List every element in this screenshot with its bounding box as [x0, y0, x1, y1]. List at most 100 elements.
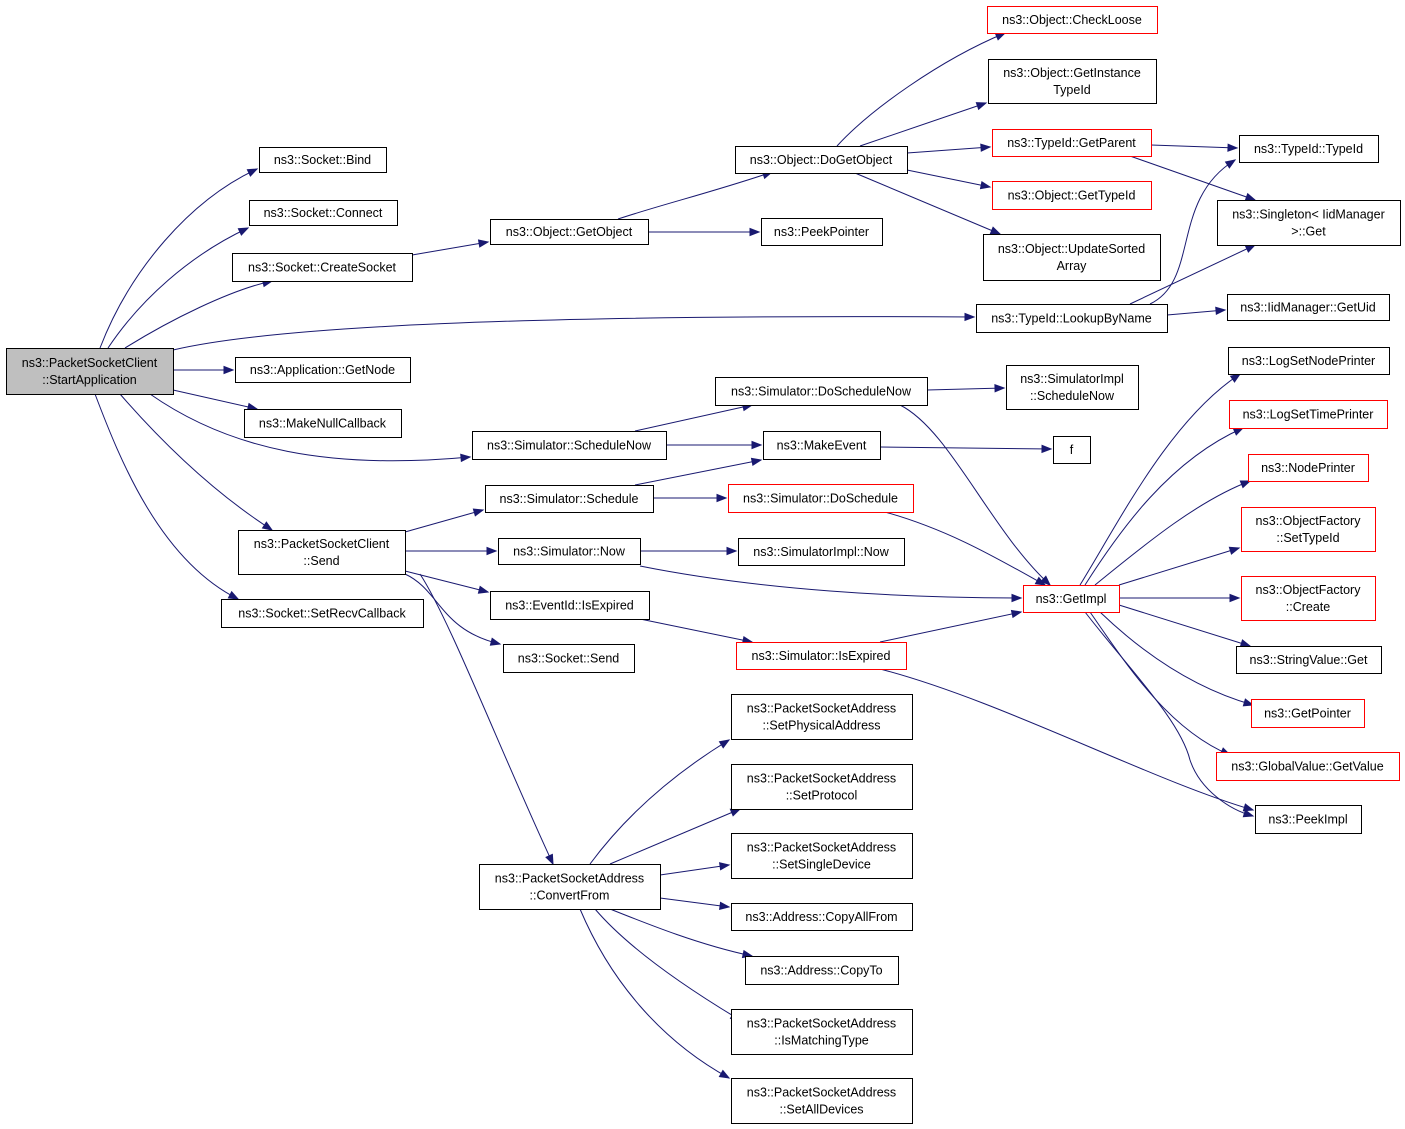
node-simimplScheduleNow[interactable]: ns3::SimulatorImpl::ScheduleNow — [1006, 365, 1139, 410]
node-peekimpl[interactable]: ns3::PeekImpl — [1255, 805, 1362, 834]
node-connect[interactable]: ns3::Socket::Connect — [249, 200, 398, 226]
node-box[interactable] — [1006, 365, 1139, 410]
node-globalget[interactable]: ns3::GlobalValue::GetValue — [1216, 752, 1400, 781]
node-peekpointer[interactable]: ns3::PeekPointer — [761, 218, 883, 246]
node-getpointer[interactable]: ns3::GetPointer — [1251, 699, 1365, 728]
node-box[interactable] — [472, 431, 667, 460]
node-box[interactable] — [244, 409, 402, 438]
node-box[interactable] — [738, 538, 905, 566]
node-box[interactable] — [736, 642, 907, 670]
node-box[interactable] — [1241, 507, 1376, 552]
node-copyto[interactable]: ns3::Address::CopyTo — [745, 956, 899, 985]
node-logsetnode[interactable]: ns3::LogSetNodePrinter — [1228, 347, 1390, 375]
node-psasetall[interactable]: ns3::PacketSocketAddress::SetAllDevices — [731, 1078, 913, 1124]
node-psaismatching[interactable]: ns3::PacketSocketAddress::IsMatchingType — [731, 1009, 913, 1055]
node-socketsend[interactable]: ns3::Socket::Send — [503, 644, 635, 673]
node-box[interactable] — [490, 219, 649, 245]
node-logsettime[interactable]: ns3::LogSetTimePrinter — [1229, 400, 1388, 429]
node-isexpiredev[interactable]: ns3::EventId::IsExpired — [490, 591, 650, 620]
node-box[interactable] — [1217, 200, 1401, 246]
node-box[interactable] — [763, 431, 881, 460]
node-box[interactable] — [731, 833, 913, 879]
node-box[interactable] — [992, 129, 1152, 157]
node-box[interactable] — [479, 864, 661, 910]
node-box[interactable] — [728, 484, 914, 513]
node-box[interactable] — [731, 903, 913, 931]
node-simimplnow[interactable]: ns3::SimulatorImpl::Now — [738, 538, 905, 566]
node-box[interactable] — [1228, 347, 1390, 375]
node-box[interactable] — [1227, 294, 1390, 321]
node-doScheduleNow[interactable]: ns3::Simulator::DoScheduleNow — [715, 377, 928, 406]
node-box[interactable] — [235, 357, 411, 383]
node-nodeprinter[interactable]: ns3::NodePrinter — [1248, 454, 1369, 482]
node-box[interactable] — [232, 253, 413, 282]
node-ofcreate[interactable]: ns3::ObjectFactory::Create — [1241, 576, 1376, 621]
node-box[interactable] — [1236, 646, 1382, 674]
node-box[interactable] — [715, 377, 928, 406]
node-box[interactable] — [1229, 400, 1388, 429]
node-box[interactable] — [498, 538, 641, 565]
node-lookupbyname[interactable]: ns3::TypeId::LookupByName — [976, 304, 1168, 333]
node-box[interactable] — [987, 6, 1158, 34]
node-box[interactable] — [976, 304, 1168, 333]
node-box[interactable] — [1241, 576, 1376, 621]
node-box[interactable] — [1023, 585, 1120, 613]
node-box[interactable] — [1255, 805, 1362, 834]
node-iidgetuid[interactable]: ns3::IidManager::GetUid — [1227, 294, 1390, 321]
node-getnode[interactable]: ns3::Application::GetNode — [235, 357, 411, 383]
node-box[interactable] — [1251, 699, 1365, 728]
node-psasetsingle[interactable]: ns3::PacketSocketAddress::SetSingleDevic… — [731, 833, 913, 879]
node-psaconvert[interactable]: ns3::PacketSocketAddress::ConvertFrom — [479, 864, 661, 910]
node-typeidtypeid[interactable]: ns3::TypeId::TypeId — [1239, 135, 1379, 163]
node-makenullcb[interactable]: ns3::MakeNullCallback — [244, 409, 402, 438]
node-getparent[interactable]: ns3::TypeId::GetParent — [992, 129, 1152, 157]
node-box[interactable] — [731, 1009, 913, 1055]
node-box[interactable] — [731, 1078, 913, 1124]
node-box[interactable] — [503, 644, 635, 673]
node-box[interactable] — [490, 591, 650, 620]
node-box[interactable] — [1239, 135, 1379, 163]
node-makeevent[interactable]: ns3::MakeEvent — [763, 431, 881, 460]
node-objgettypeid[interactable]: ns3::Object::GetTypeId — [992, 181, 1152, 210]
node-psasetphys[interactable]: ns3::PacketSocketAddress::SetPhysicalAdd… — [731, 694, 913, 740]
node-bind[interactable]: ns3::Socket::Bind — [259, 147, 387, 173]
node-box[interactable] — [731, 694, 913, 740]
node-setrecvcb[interactable]: ns3::Socket::SetRecvCallback — [221, 599, 424, 628]
node-box[interactable] — [6, 348, 174, 395]
node-doschedule[interactable]: ns3::Simulator::DoSchedule — [728, 484, 914, 513]
node-box[interactable] — [761, 218, 883, 246]
node-dogetobject[interactable]: ns3::Object::DoGetObject — [735, 146, 908, 174]
node-scheduleNow[interactable]: ns3::Simulator::ScheduleNow — [472, 431, 667, 460]
node-copyallfrom[interactable]: ns3::Address::CopyAllFrom — [731, 903, 913, 931]
node-box[interactable] — [1053, 436, 1091, 464]
node-singleton[interactable]: ns3::Singleton< IidManager >::Get — [1217, 200, 1401, 246]
node-box[interactable] — [745, 956, 899, 985]
node-box[interactable] — [735, 146, 908, 174]
node-box[interactable] — [983, 234, 1161, 281]
node-schedule[interactable]: ns3::Simulator::Schedule — [485, 485, 654, 513]
node-box[interactable] — [221, 599, 424, 628]
node-box[interactable] — [992, 181, 1152, 210]
node-box[interactable] — [485, 485, 654, 513]
node-box[interactable] — [249, 200, 398, 226]
node-getimpl[interactable]: ns3::GetImpl — [1023, 585, 1120, 613]
node-stringget[interactable]: ns3::StringValue::Get — [1236, 646, 1382, 674]
node-box[interactable] — [238, 530, 406, 575]
node-psasetproto[interactable]: ns3::PacketSocketAddress::SetProtocol — [731, 764, 913, 810]
node-box[interactable] — [259, 147, 387, 173]
node-box[interactable] — [731, 764, 913, 810]
node-checkloose[interactable]: ns3::Object::CheckLoose — [987, 6, 1158, 34]
node-ofsettypeid[interactable]: ns3::ObjectFactory::SetTypeId — [1241, 507, 1376, 552]
node-box[interactable] — [1216, 752, 1400, 781]
node-simisexpired[interactable]: ns3::Simulator::IsExpired — [736, 642, 907, 670]
node-box[interactable] — [988, 59, 1157, 104]
node-simnow[interactable]: ns3::Simulator::Now — [498, 538, 641, 565]
node-box[interactable] — [1248, 454, 1369, 482]
node-root[interactable]: ns3::PacketSocketClient::StartApplicatio… — [6, 348, 174, 395]
node-createsocket[interactable]: ns3::Socket::CreateSocket — [232, 253, 413, 282]
node-pscsend[interactable]: ns3::PacketSocketClient::Send — [238, 530, 406, 575]
node-getobject[interactable]: ns3::Object::GetObject — [490, 219, 649, 245]
node-f[interactable]: f — [1053, 436, 1091, 464]
